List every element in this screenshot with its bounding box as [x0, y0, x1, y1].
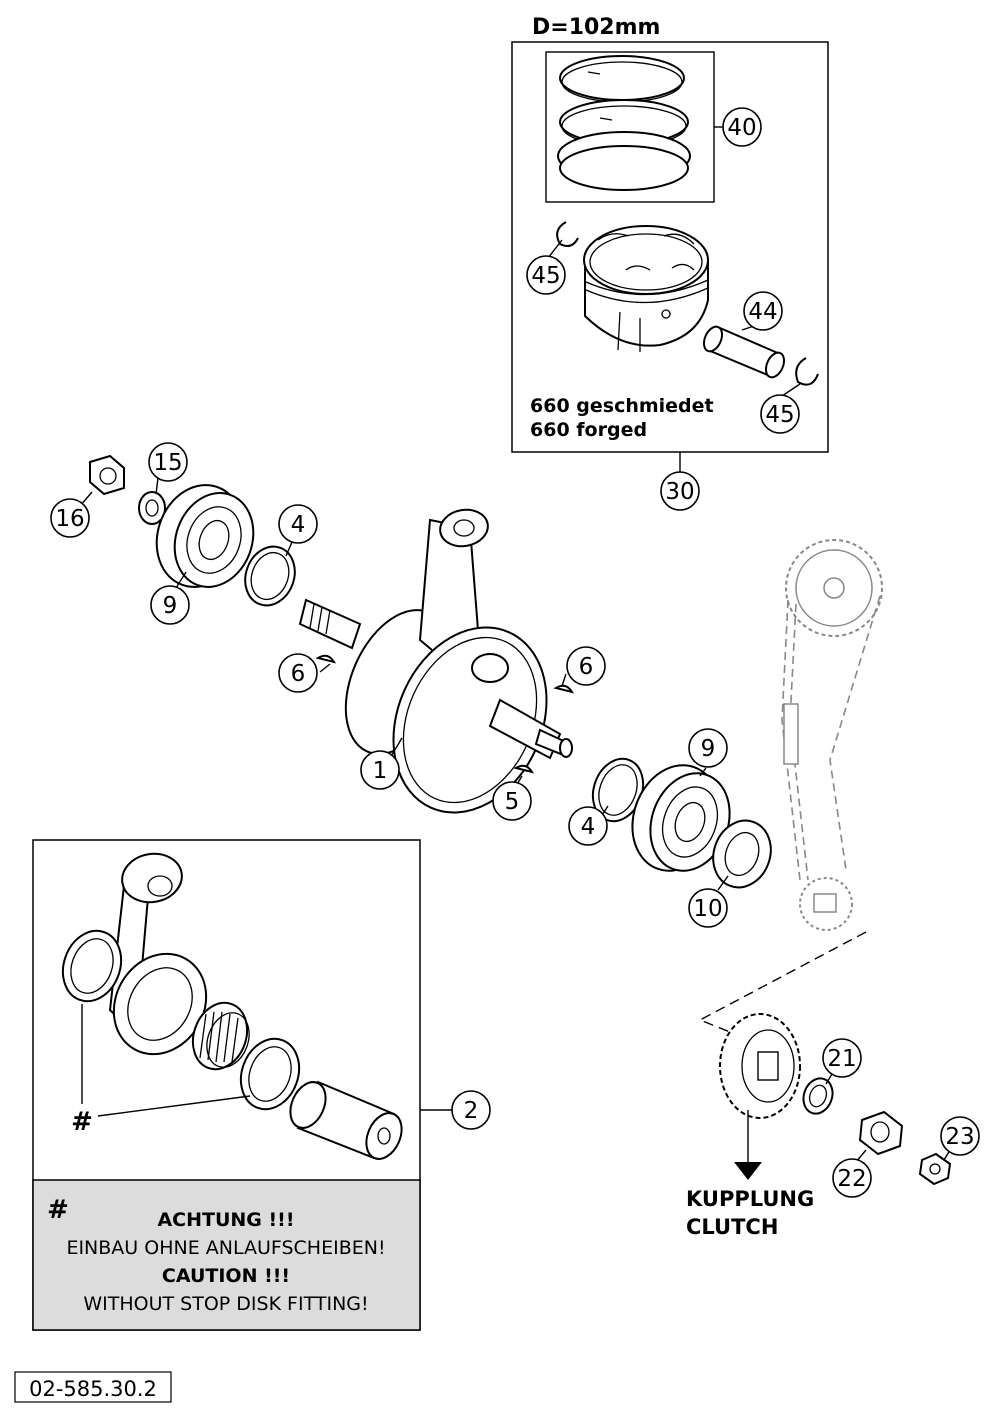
callout-22: 22	[832, 1158, 872, 1198]
hash-marker: #	[71, 1107, 93, 1137]
piston	[583, 225, 709, 352]
svg-text:30: 30	[665, 479, 694, 505]
woodruff-key-left	[315, 654, 337, 664]
callout-10: 10	[688, 888, 728, 928]
warning-hash: #	[47, 1195, 69, 1225]
warning-text-de: EINBAU OHNE ANLAUFSCHEIBEN!	[66, 1237, 385, 1259]
warning-text-en: WITHOUT STOP DISK FITTING!	[83, 1293, 368, 1315]
callout-16: 16	[50, 498, 90, 538]
callout-45-right: 45	[760, 394, 800, 434]
svg-text:22: 22	[837, 1166, 866, 1192]
svg-text:45: 45	[531, 263, 560, 289]
callout-4-lower: 4	[568, 806, 608, 846]
svg-text:2: 2	[464, 1098, 479, 1124]
left-nut	[89, 454, 125, 496]
svg-text:45: 45	[765, 402, 794, 428]
crankshaft	[298, 508, 573, 814]
primary-drive-gear	[719, 1013, 801, 1119]
woodruff-key-right	[553, 684, 575, 694]
woodruff-key-lower	[513, 764, 535, 774]
svg-text:5: 5	[505, 789, 520, 815]
left-washer	[138, 491, 166, 525]
crank-pin	[289, 1080, 403, 1160]
callout-6-right: 6	[566, 646, 606, 686]
piston-pin-clip-right	[795, 357, 819, 386]
callout-45-left: 45	[526, 255, 566, 295]
svg-text:16: 16	[55, 506, 84, 532]
svg-text:1: 1	[373, 758, 388, 784]
left-shim	[244, 545, 296, 607]
svg-text:6: 6	[291, 661, 306, 687]
svg-text:23: 23	[945, 1124, 974, 1150]
callout-21: 21	[822, 1038, 862, 1078]
conrod-thrust-washer-top	[61, 929, 123, 1003]
timing-chain-assembly	[781, 539, 883, 931]
callout-40: 40	[722, 107, 762, 147]
piston-pin-clip-left	[556, 221, 579, 247]
conrod	[108, 852, 208, 1056]
clutch-direction-arrow-head	[734, 1162, 762, 1180]
svg-text:21: 21	[827, 1046, 856, 1072]
svg-text:9: 9	[163, 593, 178, 619]
left-main-bearing	[155, 484, 255, 588]
callout-2: 2	[451, 1090, 491, 1130]
small-nut	[918, 1152, 952, 1186]
svg-text:4: 4	[581, 814, 596, 840]
callout-1: 1	[360, 750, 400, 790]
forged-note-en: 660 forged	[530, 419, 647, 441]
callout-9-lower: 9	[688, 728, 728, 768]
svg-text:10: 10	[693, 896, 722, 922]
warning-title-en: CAUTION !!!	[162, 1265, 290, 1287]
forged-note-de: 660 geschmiedet	[530, 395, 714, 417]
bore-diameter-header: D=102mm	[532, 15, 660, 40]
svg-text:15: 15	[153, 450, 182, 476]
callout-23: 23	[940, 1116, 980, 1156]
gear-lock-washer	[802, 1077, 834, 1115]
right-main-bearing	[631, 764, 731, 872]
piston-kit-box: D=102mm	[511, 15, 829, 472]
svg-text:9: 9	[701, 736, 716, 762]
shaft-seal	[712, 819, 772, 889]
conrod-kit-box: # # ACHTUNG !!! EINBAU OHNE ANLAUFSCHEIB…	[32, 839, 452, 1331]
callout-30: 30	[660, 471, 700, 511]
warning-panel	[32, 1179, 421, 1331]
conrod-thrust-washer-bottom	[239, 1037, 301, 1111]
callout-5: 5	[492, 781, 532, 821]
needle-bearing	[191, 1001, 250, 1071]
callout-15: 15	[148, 442, 188, 482]
callout-44: 44	[743, 291, 783, 331]
svg-text:44: 44	[748, 299, 777, 325]
drawing-number: 02-585.30.2	[29, 1377, 157, 1401]
gear-nut	[858, 1110, 904, 1156]
warning-title-de: ACHTUNG !!!	[157, 1209, 294, 1231]
drive-connection-line	[698, 931, 867, 1037]
clutch-label-de: KUPPLUNG	[686, 1187, 814, 1211]
callout-4-upper: 4	[278, 504, 318, 544]
drawing-number-box: 02-585.30.2	[14, 1371, 172, 1403]
svg-text:4: 4	[291, 512, 306, 538]
callout-9-upper: 9	[150, 585, 190, 625]
piston-rings	[557, 55, 691, 191]
svg-text:40: 40	[727, 115, 756, 141]
clutch-label-en: CLUTCH	[686, 1215, 778, 1239]
svg-text:6: 6	[579, 654, 594, 680]
callout-6-left: 6	[278, 653, 318, 693]
piston-pin	[702, 325, 786, 379]
